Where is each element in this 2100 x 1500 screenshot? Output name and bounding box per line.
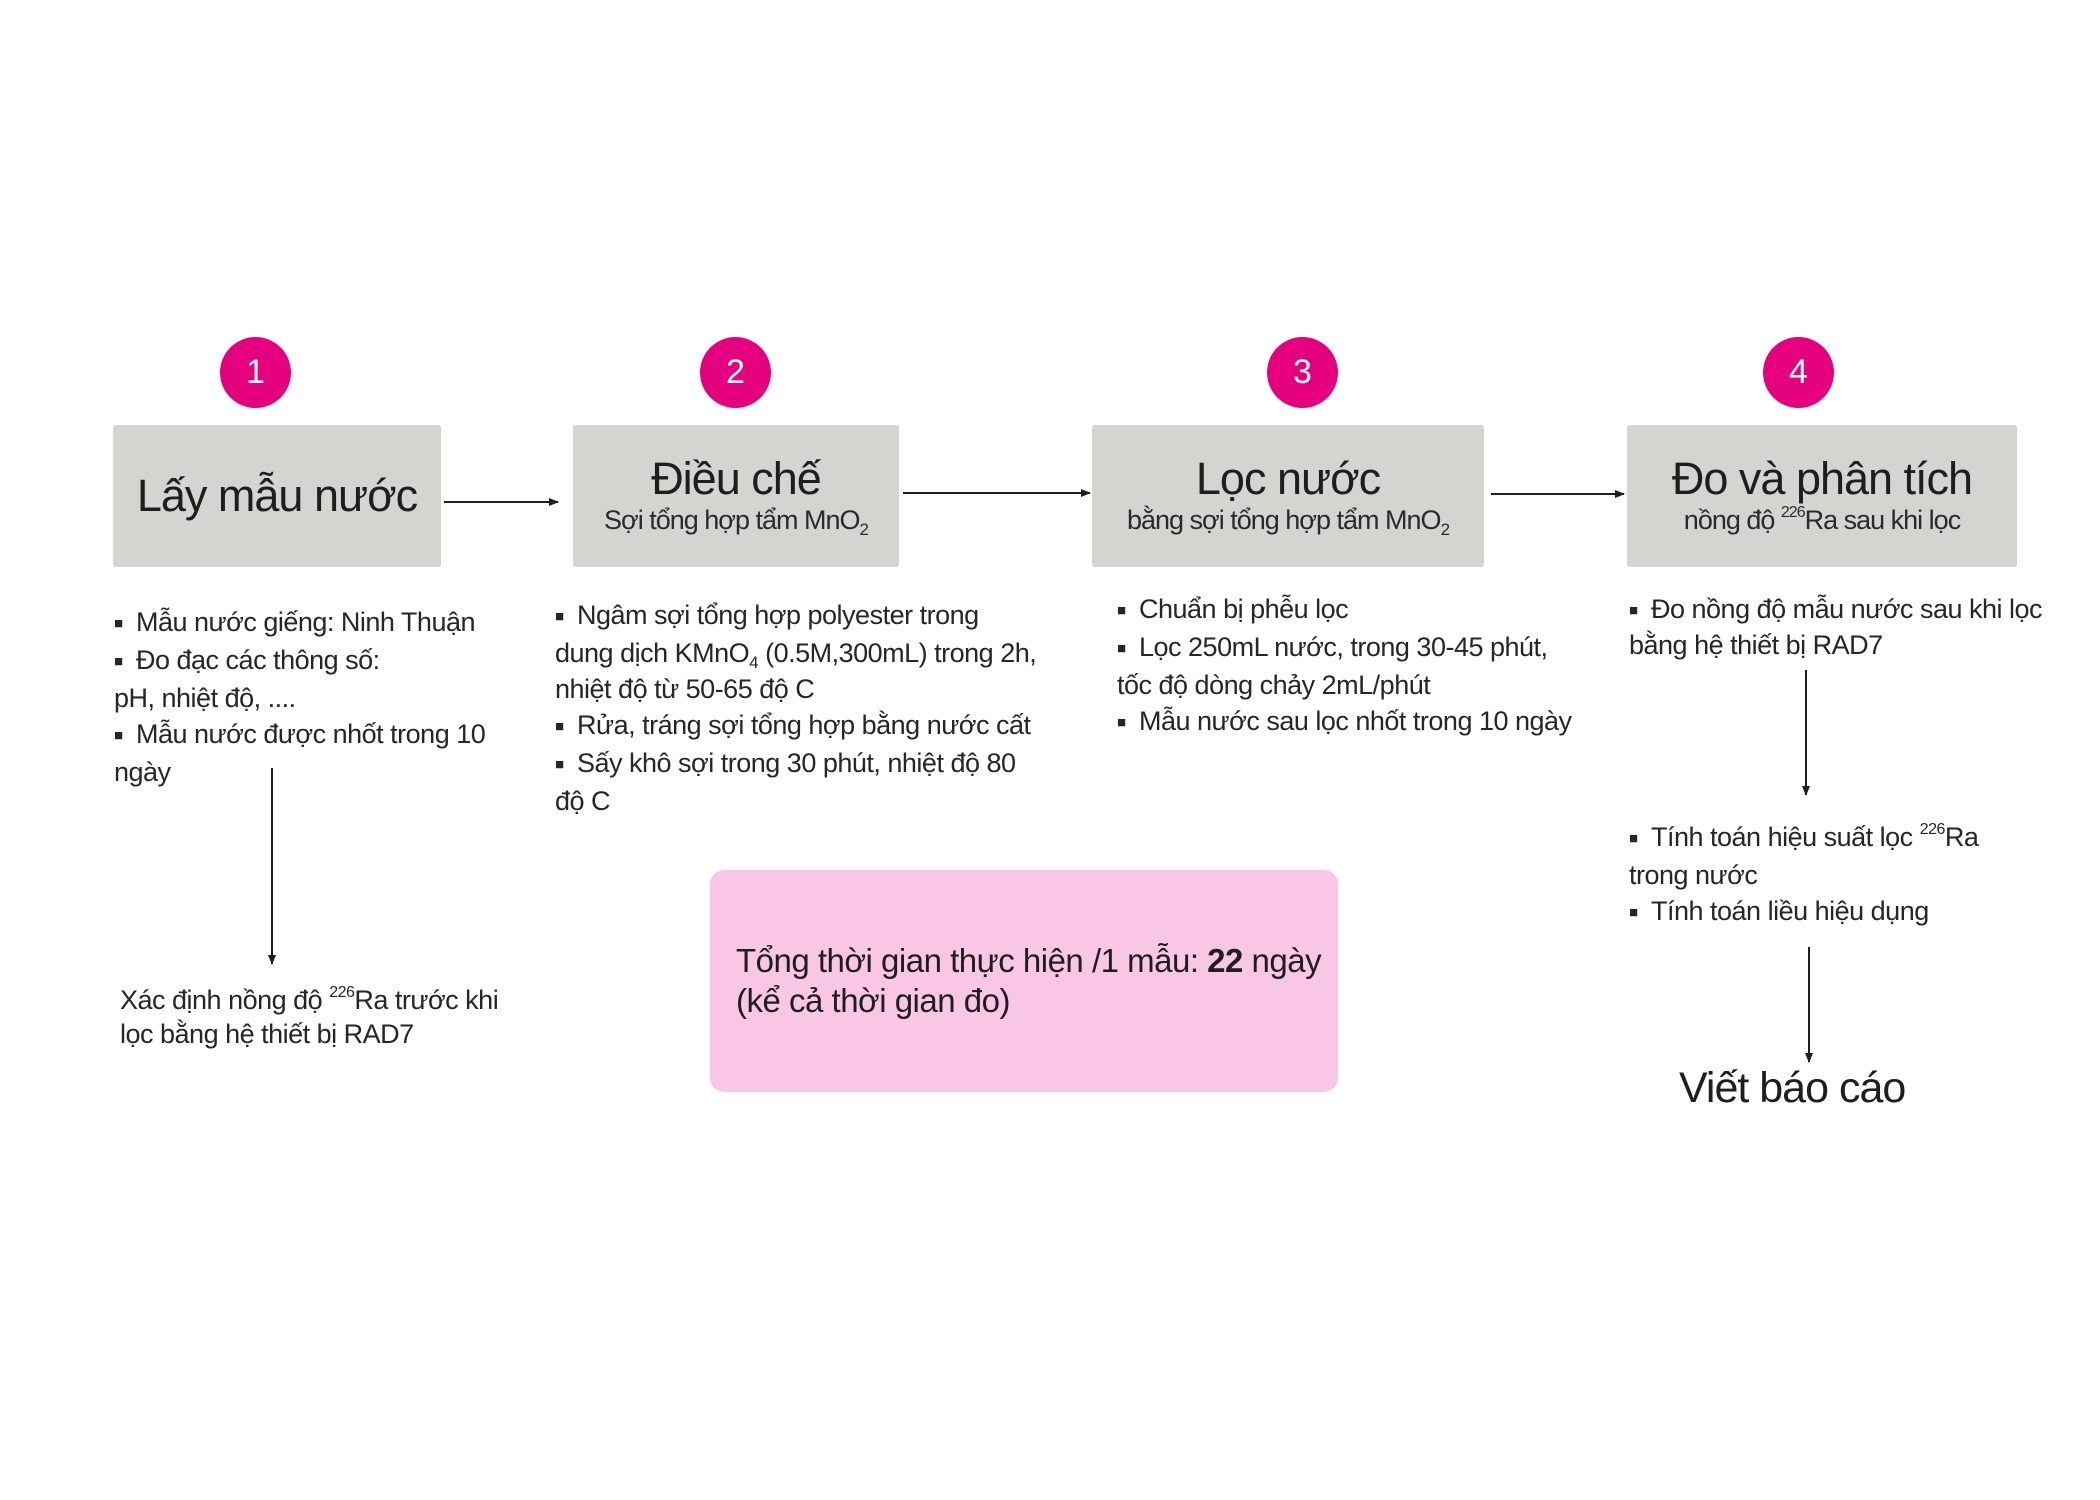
step-1-box: Lấy mẫu nước (113, 425, 441, 567)
step-3-detail-2: ■Lọc 250mL nước, trong 30-45 phút, (1117, 632, 1548, 662)
step-1-details: ■Mẫu nước giếng: Ninh Thuận ■Đo đạc các … (114, 604, 486, 790)
step-3-number-badge: 3 (1267, 337, 1338, 408)
step-3-detail-3: tốc độ dòng chảy 2mL/phút (1117, 670, 1431, 700)
step-1-title: Lấy mẫu nước (136, 470, 418, 521)
summary-line-1: Tổng thời gian thực hiện /1 mẫu: 22 ngày (736, 942, 1322, 979)
step-3-box: Lọc nước bằng sợi tổng hợp tẩm MnO2 (1092, 425, 1484, 567)
summary-text: Tổng thời gian thực hiện /1 mẫu: 22 ngày… (736, 941, 1322, 1021)
step-2-title: Điều chế (651, 453, 822, 504)
step-1-detail-4: ■Mẫu nước được nhốt trong 10 (114, 719, 486, 749)
step-1-number-badge: 1 (220, 337, 291, 408)
step-4-detail-2: bằng hệ thiết bị RAD7 (1629, 630, 1883, 660)
step-4-results: ■Tính toán hiệu suất lọc 226Ra trong nướ… (1629, 819, 1979, 931)
step-1-result: Xác định nồng độ 226Ra trước khi lọc bằn… (120, 982, 499, 1050)
step-3-subtitle: bằng sợi tổng hợp tẩm MnO2 (1126, 505, 1450, 539)
step-2-detail-4: ■Rửa, tráng sợi tổng hợp bằng nước cất (555, 710, 1031, 740)
step-4-details: ■Đo nồng độ mẫu nước sau khi lọc bằng hệ… (1629, 591, 2043, 661)
step-2-box: Điều chế Sợi tổng hợp tẩm MnO2 (573, 425, 899, 567)
summary-days: 22 (1207, 942, 1243, 979)
step-2-detail-5: ■Sấy khô sợi trong 30 phút, nhiệt độ 80 (555, 748, 1016, 778)
step-4-number-badge: 4 (1763, 337, 1834, 408)
step-1-detail-1: ■Mẫu nước giếng: Ninh Thuận (114, 607, 476, 637)
step-2-subtitle: Sợi tổng hợp tẩm MnO2 (604, 505, 869, 539)
step-2-details: ■Ngâm sợi tổng hợp polyester trong dung … (555, 597, 1037, 819)
summary-box: Tổng thời gian thực hiện /1 mẫu: 22 ngày… (710, 870, 1338, 1092)
step-1-detail-3: pH, nhiệt độ, .... (114, 683, 296, 713)
step-2-detail-2: dung dịch KMnO4 (0.5M,300mL) trong 2h, (555, 638, 1037, 672)
step-4-result-1: ■Tính toán hiệu suất lọc 226Ra (1629, 821, 1979, 853)
step-4-subtitle: nồng độ 226Ra sau khi lọc (1683, 504, 1961, 536)
step-3-details: ■Chuẩn bị phễu lọc ■Lọc 250mL nước, tron… (1117, 591, 1572, 741)
step-1-result-line-1: Xác định nồng độ 226Ra trước khi (120, 984, 499, 1016)
step-3-title: Lọc nước (1195, 453, 1381, 504)
step-4-result-2: trong nước (1629, 860, 1758, 890)
step-4-title: Đo và phân tích (1671, 453, 1973, 504)
step-2-detail-6: độ C (555, 786, 611, 816)
step-4-result-3: ■Tính toán liều hiệu dụng (1629, 896, 1929, 926)
step-1-detail-5: ngày (114, 757, 171, 787)
step-3-detail-1: ■Chuẩn bị phễu lọc (1117, 594, 1349, 624)
summary-line-2: (kể cả thời gian đo) (736, 982, 1010, 1019)
step-1-detail-2: ■Đo đạc các thông số: (114, 645, 380, 675)
step-4-box: Đo và phân tích nồng độ 226Ra sau khi lọ… (1627, 425, 2017, 567)
step-2-number-badge: 2 (700, 337, 771, 408)
final-step-label: Viết báo cáo (1679, 1064, 1906, 1112)
step-1-result-line-2: lọc bằng hệ thiết bị RAD7 (120, 1019, 414, 1049)
step-2-detail-1: ■Ngâm sợi tổng hợp polyester trong (555, 600, 979, 630)
step-3-detail-4: ■Mẫu nước sau lọc nhốt trong 10 ngày (1117, 706, 1572, 736)
step-2-detail-3: nhiệt độ từ 50-65 độ C (555, 674, 815, 704)
step-4-detail-1: ■Đo nồng độ mẫu nước sau khi lọc (1629, 594, 2043, 624)
